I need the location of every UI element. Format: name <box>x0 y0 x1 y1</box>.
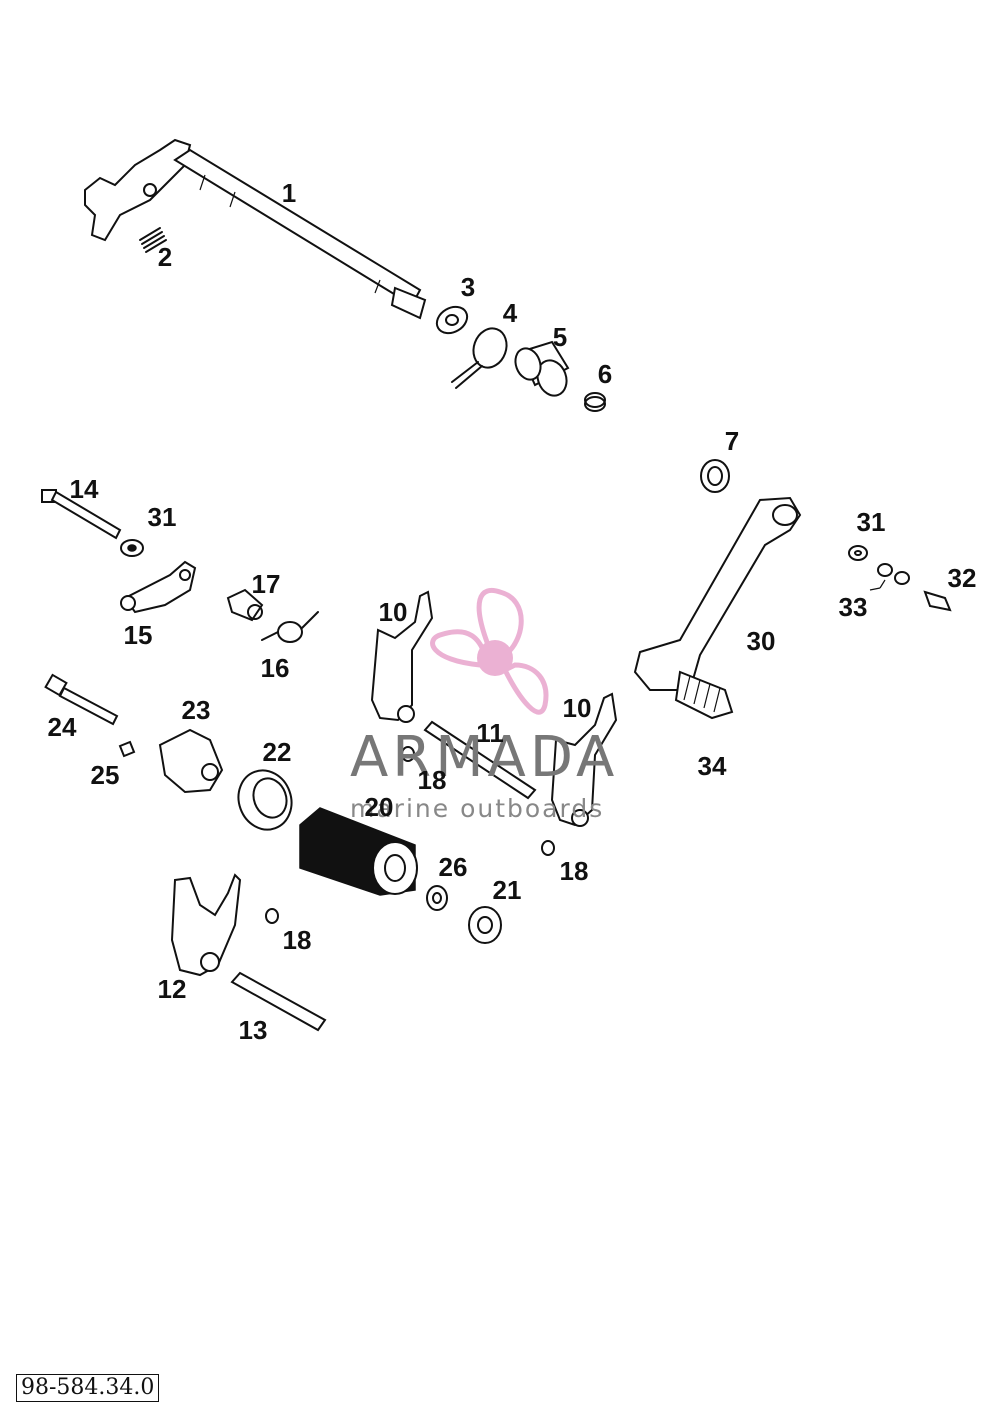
callout-label: 10 <box>378 597 408 627</box>
watermark-tagline: marine outboards <box>350 794 605 823</box>
callout-label: 7 <box>724 426 740 456</box>
callout-label: 23 <box>181 695 211 725</box>
watermark-brand: ARMADA <box>350 725 619 790</box>
part-nut-small <box>869 563 910 591</box>
part-gear-shift-lever <box>633 496 802 691</box>
part-torsion-spring <box>261 611 319 643</box>
part-bolt-long <box>41 489 122 540</box>
part-shift-fork-bottom <box>170 873 242 977</box>
part-fork-rod <box>423 720 537 800</box>
watermark-propeller-logo <box>430 588 549 715</box>
callout-label: 18 <box>417 765 447 795</box>
callout-label: 22 <box>262 737 292 767</box>
part-fork-rod-bottom <box>230 971 327 1032</box>
callout-label: 12 <box>157 974 187 1004</box>
callout-label: 11 <box>476 718 504 748</box>
document-code: 98-584.34.0 <box>16 1374 160 1403</box>
callout-label: 31 <box>856 507 886 537</box>
part-shift-shaft <box>84 138 427 320</box>
part-bearing <box>237 769 293 831</box>
callout-label: 30 <box>746 626 776 656</box>
part-ring <box>584 392 606 412</box>
part-bolt-medium <box>44 673 119 726</box>
callout-label: 18 <box>559 856 589 886</box>
callout-label: 24 <box>47 712 77 742</box>
callout-label: 6 <box>597 359 613 389</box>
part-shift-fork-left <box>370 590 434 723</box>
part-bushing <box>514 340 570 397</box>
callout-label: 25 <box>90 760 120 790</box>
callout-label: 3 <box>460 272 476 302</box>
part-washer <box>435 305 469 335</box>
callout-label: 15 <box>123 620 153 650</box>
callout-label: 18 <box>282 925 312 955</box>
part-drum-washer <box>426 885 448 911</box>
part-seal <box>700 459 730 493</box>
callout-label: 14 <box>69 474 99 504</box>
part-spring <box>139 227 167 253</box>
part-detent-cam <box>158 728 224 794</box>
callout-label: 13 <box>238 1015 268 1045</box>
callout-label: 26 <box>438 852 468 882</box>
callout-label: 1 <box>281 178 297 208</box>
part-guide-pins <box>265 746 555 924</box>
part-nut <box>226 588 264 622</box>
part-washer-small <box>120 539 868 561</box>
callout-label: 31 <box>147 502 177 532</box>
part-shift-fork-right <box>550 692 618 827</box>
callout-label: 10 <box>562 693 592 723</box>
part-pin <box>118 740 136 758</box>
callout-label: 20 <box>364 792 394 822</box>
part-bolt-small <box>923 590 952 612</box>
part-circlip <box>451 327 508 389</box>
callout-label: 33 <box>838 592 868 622</box>
part-lever <box>120 560 197 614</box>
part-shift-drum <box>299 807 418 896</box>
callout-label: 34 <box>697 751 727 781</box>
callout-label: 21 <box>492 875 522 905</box>
part-bearing-small <box>468 906 502 944</box>
callout-label: 16 <box>260 653 290 683</box>
callout-label: 32 <box>947 563 977 593</box>
callout-label: 5 <box>552 322 568 352</box>
callout-label: 2 <box>157 242 173 272</box>
callout-label: 17 <box>251 569 281 599</box>
callout-label: 4 <box>502 298 518 328</box>
part-lever-rubber <box>674 670 734 720</box>
